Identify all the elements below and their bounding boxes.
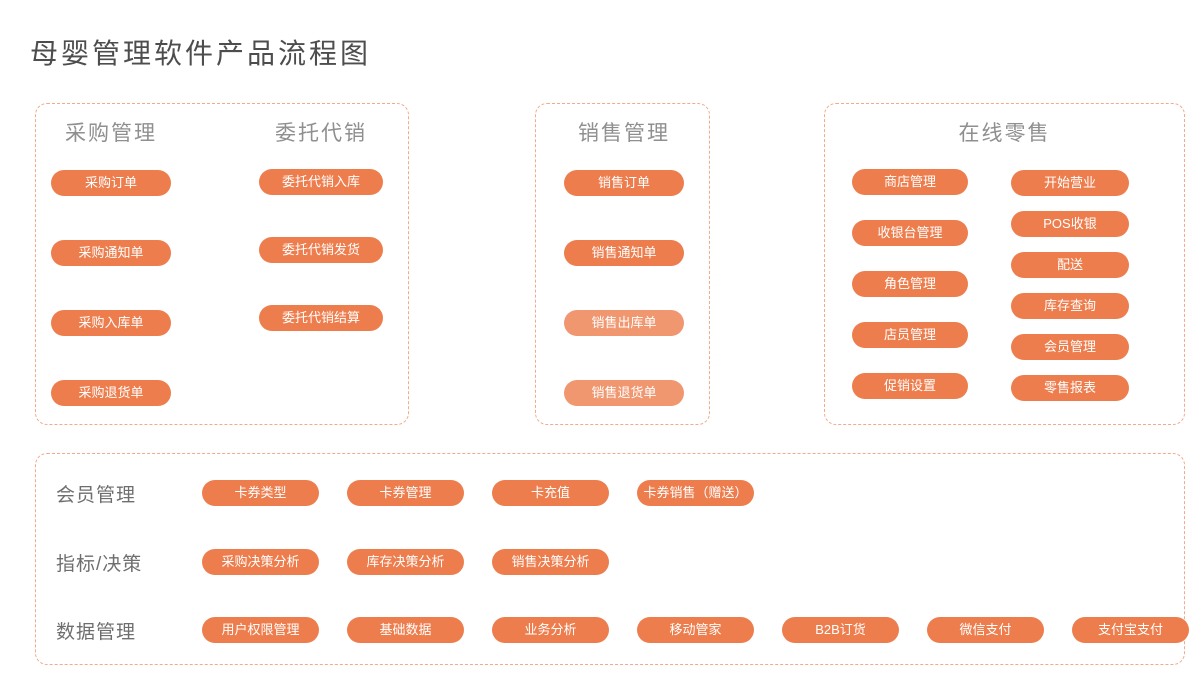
- member-pill-list: 卡券类型 卡券管理 卡充值 卡券销售（赠送）: [202, 480, 754, 506]
- pill-node: 卡券管理: [347, 480, 464, 506]
- row-indicator-decision: 指标/决策 采购决策分析 库存决策分析 销售决策分析: [56, 549, 609, 575]
- pill-node: 采购退货单: [51, 380, 171, 406]
- pill-node: 委托代销结算: [259, 305, 383, 331]
- pill-node: 采购入库单: [51, 310, 171, 336]
- pill-node: 销售出库单: [564, 310, 684, 336]
- pill-node: 移动管家: [637, 617, 754, 643]
- row-label-member: 会员管理: [56, 484, 137, 506]
- group-bottom: 会员管理 卡券类型 卡券管理 卡充值 卡券销售（赠送） 指标/决策 采购决策分析 库存决…: [35, 453, 1189, 665]
- pill-node: 卡券类型: [202, 480, 319, 506]
- pill-node: 店员管理: [852, 322, 968, 348]
- pill-node: POS收银: [1011, 211, 1129, 237]
- retail-left-pill-list: 商店管理收银台管理角色管理店员管理促销设置: [852, 169, 968, 399]
- pill-node: 库存查询: [1011, 293, 1129, 319]
- pill-node: B2B订货: [782, 617, 899, 643]
- decision-pill-list: 采购决策分析 库存决策分析 销售决策分析: [202, 549, 609, 575]
- pill-node: 销售决策分析: [492, 549, 609, 575]
- group-purchase-consignment: 采购管理 采购订单采购通知单采购入库单采购退货单 委托代销 委托代销入库委托代销…: [35, 103, 409, 425]
- row-data-management: 数据管理 用户权限管理 基础数据 业务分析 移动管家 B2B订货 微信支付 支付宝支付: [56, 617, 1189, 643]
- page-title: 母婴管理软件产品流程图: [30, 38, 372, 69]
- pill-node: 采购通知单: [51, 240, 171, 266]
- retail-right-pill-list: 开始营业 POS收银配送库存查询会员管理零售报表: [1011, 170, 1129, 401]
- pill-node: 零售报表: [1011, 375, 1129, 401]
- pill-node: 销售退货单: [564, 380, 684, 406]
- consignment-pill-list: 委托代销入库委托代销发货委托代销结算: [259, 169, 383, 331]
- pill-node: 采购订单: [51, 170, 171, 196]
- sales-header: 销售管理: [578, 122, 670, 145]
- sales-pill-list: 销售订单销售通知单销售出库单销售退货单: [564, 170, 684, 406]
- purchase-column: 采购管理 采购订单采购通知单采购入库单采购退货单: [51, 122, 171, 406]
- pill-node: 委托代销发货: [259, 237, 383, 263]
- pill-node: 业务分析: [492, 617, 609, 643]
- pill-node: 微信支付: [927, 617, 1044, 643]
- pill-node: 库存决策分析: [347, 549, 464, 575]
- pill-node: 采购决策分析: [202, 549, 319, 575]
- pill-node: 商店管理: [852, 169, 968, 195]
- pill-node: 销售通知单: [564, 240, 684, 266]
- row-member-management: 会员管理 卡券类型 卡券管理 卡充值 卡券销售（赠送）: [56, 480, 754, 506]
- sales-column: 销售管理 销售订单销售通知单销售出库单销售退货单: [564, 122, 684, 406]
- group-sales: 销售管理 销售订单销售通知单销售出库单销售退货单: [535, 103, 710, 425]
- row-label-data: 数据管理: [56, 621, 137, 643]
- consignment-column: 委托代销 委托代销入库委托代销发货委托代销结算: [259, 122, 383, 331]
- pill-node: 开始营业: [1011, 170, 1129, 196]
- data-pill-list: 用户权限管理 基础数据 业务分析 移动管家 B2B订货 微信支付 支付宝支付: [202, 617, 1189, 643]
- pill-node: 委托代销入库: [259, 169, 383, 195]
- pill-node: 卡券销售（赠送）: [637, 480, 754, 506]
- retail-right-column: 开始营业 POS收银配送库存查询会员管理零售报表: [1011, 170, 1129, 401]
- pill-node: 配送: [1011, 252, 1129, 278]
- pill-node: 用户权限管理: [202, 617, 319, 643]
- pill-node: 收银台管理: [852, 220, 968, 246]
- row-label-decision: 指标/决策: [56, 553, 143, 575]
- pill-node: 卡充值: [492, 480, 609, 506]
- retail-left-column: 商店管理收银台管理角色管理店员管理促销设置: [852, 169, 968, 399]
- pill-node: 销售订单: [564, 170, 684, 196]
- pill-node: 基础数据: [347, 617, 464, 643]
- pill-node: 会员管理: [1011, 334, 1129, 360]
- retail-header: 在线零售: [958, 122, 1051, 145]
- pill-node: 促销设置: [852, 373, 968, 399]
- purchase-pill-list: 采购订单采购通知单采购入库单采购退货单: [51, 170, 171, 406]
- pill-node: 支付宝支付: [1072, 617, 1189, 643]
- pill-node: 角色管理: [852, 271, 968, 297]
- group-online-retail: 在线零售 商店管理收银台管理角色管理店员管理促销设置 开始营业 POS收银配送库存…: [824, 103, 1185, 425]
- consignment-header: 委托代销: [275, 122, 367, 145]
- purchase-header: 采购管理: [65, 122, 157, 145]
